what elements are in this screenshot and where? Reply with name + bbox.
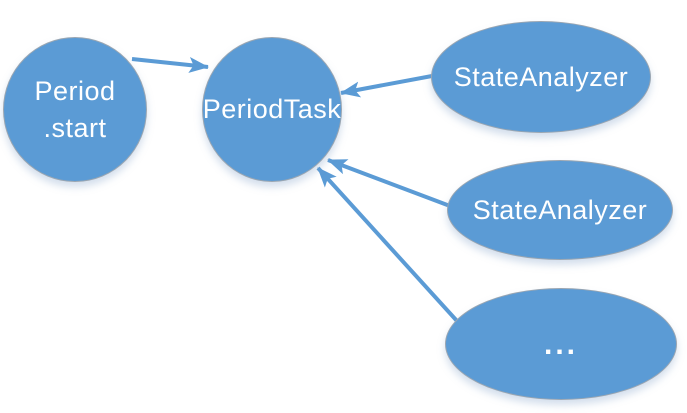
node-period-task: PeriodTask bbox=[202, 37, 342, 182]
node-period-start-label-line1: Period bbox=[34, 75, 116, 106]
arrow-state-analyzer-top-to-period-task bbox=[340, 74, 433, 98]
node-period-start: Period .start bbox=[3, 37, 147, 182]
node-period-task-label: PeriodTask bbox=[202, 94, 342, 124]
node-more-analyzers: ... bbox=[445, 288, 677, 400]
node-period-start-label-line2: .start bbox=[43, 112, 107, 143]
arrow-more-analyzers-to-period-task bbox=[316, 166, 459, 323]
node-state-analyzer-top-label: StateAnalyzer bbox=[453, 61, 629, 92]
arrow-period-start-to-period-task bbox=[131, 57, 209, 73]
node-more-analyzers-label: ... bbox=[543, 327, 578, 361]
node-state-analyzer-mid: StateAnalyzer bbox=[447, 160, 673, 260]
node-state-analyzer-top: StateAnalyzer bbox=[431, 21, 651, 133]
arrow-state-analyzer-mid-to-period-task bbox=[327, 158, 451, 208]
node-state-analyzer-mid-label: StateAnalyzer bbox=[472, 194, 648, 225]
node-period-start-label: Period .start bbox=[34, 73, 115, 147]
